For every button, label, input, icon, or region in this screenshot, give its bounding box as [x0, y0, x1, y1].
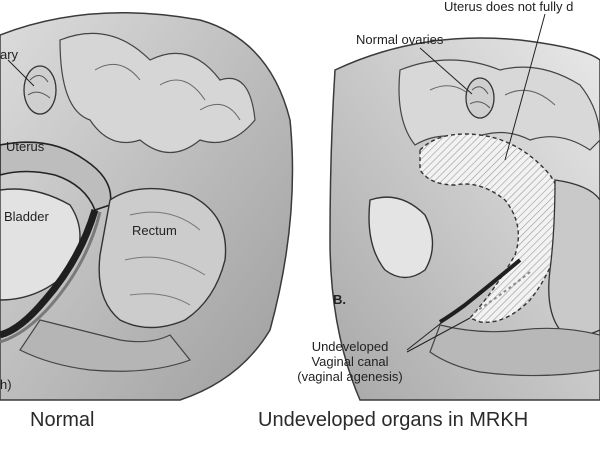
label-ovary-partial: ary	[0, 47, 19, 62]
label-uterus-not-fully-developed: Uterus does not fully d	[444, 0, 574, 14]
caption-normal: Normal	[30, 409, 95, 431]
label-bladder: Bladder	[4, 209, 49, 224]
panel-b-rectum	[548, 179, 600, 336]
panel-a-drawing	[0, 12, 294, 401]
panel-a-ovary	[23, 65, 57, 115]
panel-a-vagina	[0, 208, 99, 339]
label-undeveloped-vaginal-canal: Undeveloped Vaginal canal (vaginal agene…	[280, 339, 420, 384]
panel-b-letter: B.	[333, 292, 346, 307]
label-vaginal-line2: Vaginal canal	[311, 354, 389, 369]
label-vagina-partial: h)	[0, 377, 12, 392]
panel-b-intestine-folds	[398, 59, 600, 151]
label-uterus: Uterus	[6, 139, 45, 154]
label-vaginal-line3: (vaginal agenesis)	[297, 369, 403, 384]
panel-b-drawing	[329, 13, 600, 401]
panel-b-uterus-remnant	[419, 133, 565, 324]
panel-b-vaginal-canal	[438, 258, 522, 324]
label-vaginal-line1: Undeveloped	[311, 339, 389, 354]
label-rectum: Rectum	[132, 223, 177, 238]
panel-b-ovary	[465, 77, 495, 119]
panel-a-bladder	[0, 188, 81, 301]
panel-b-bladder	[368, 196, 434, 279]
panel-a-intestine-folds	[59, 32, 256, 153]
label-normal-ovaries: Normal ovaries	[356, 32, 444, 47]
caption-mrkh: Undeveloped organs in MRKH	[258, 409, 529, 431]
